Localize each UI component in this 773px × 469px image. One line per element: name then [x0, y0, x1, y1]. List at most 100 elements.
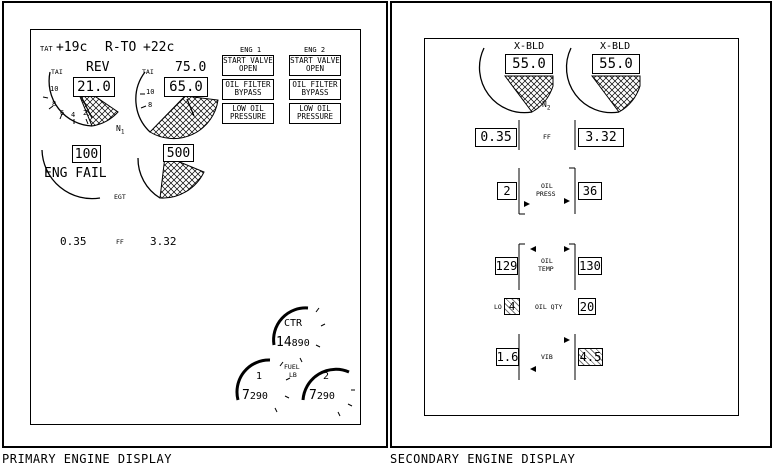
- egt-right-hatched-sector: [159, 155, 205, 199]
- n1-right-target: 75.0: [175, 60, 207, 75]
- msg-line: OPEN: [305, 64, 325, 73]
- n1-left-value: 21.0: [73, 77, 115, 97]
- fuel-tank1-big: 7: [242, 388, 250, 403]
- oil-qty-label: OIL QTY: [535, 303, 563, 311]
- n1-left-scale-4: 4: [71, 111, 76, 119]
- fuel-tank2-value: 7290: [309, 386, 335, 402]
- oil-press-scale: [518, 167, 576, 215]
- fuel-tank2-big: 7: [309, 388, 317, 403]
- msg-line: OPEN: [238, 64, 258, 73]
- oil-press-left: 2: [497, 182, 517, 200]
- tat-value: +19c: [56, 40, 88, 55]
- primary-ff-label: FF: [116, 238, 124, 246]
- vib-left: 1.6: [496, 348, 519, 366]
- n1-right-value: 65.0: [164, 77, 208, 97]
- egt-label: EGT: [114, 193, 126, 201]
- egt-right-value: 500: [163, 144, 194, 162]
- n1-label-text: N: [116, 124, 121, 133]
- n2-left-bleed: X-BLD: [514, 41, 545, 52]
- primary-display-screen: [30, 29, 361, 425]
- ff-scale-lines: [518, 120, 576, 150]
- n1-left-scale-8: 8: [52, 100, 57, 108]
- oil-temp-label2: TEMP: [538, 265, 554, 273]
- fuel-tank2-gauge: [301, 367, 355, 417]
- thrust-mode: R-TO: [105, 40, 137, 55]
- n2-left-gauge: [478, 47, 554, 114]
- vib-label: VIB: [541, 353, 553, 361]
- n2-left-hatched-sector: [504, 75, 554, 113]
- n1-left-scale-2: 2: [83, 109, 88, 117]
- oil-qty-left: 4: [504, 298, 520, 315]
- secondary-ff-right: 3.32: [578, 128, 624, 147]
- fuel-ctr-gauge: [272, 306, 326, 363]
- n2-right-gauge: [565, 47, 641, 114]
- n1-label: N1: [116, 125, 124, 136]
- tat-label: TAT: [40, 45, 53, 53]
- msg-line: PRESSURE: [229, 112, 267, 121]
- n2-label-sub: 2: [546, 104, 551, 112]
- vib-left-pointer: [530, 366, 536, 372]
- msg-line: START VALVE: [290, 56, 340, 65]
- n2-right-value: 55.0: [592, 54, 640, 74]
- fuel-tank2-label: 2: [323, 371, 330, 382]
- msg-line: BYPASS: [301, 88, 329, 97]
- fuel-ctr-big: 14: [276, 335, 292, 350]
- msg-line: LOW OIL: [232, 104, 264, 113]
- fuel-label: FUEL: [284, 363, 300, 371]
- n1-left-scale-10: 10: [50, 85, 59, 93]
- egt-left-value: 100: [72, 145, 101, 163]
- egt-left-warning: ENG FAIL: [44, 166, 107, 181]
- secondary-display-frame: [390, 1, 772, 448]
- oil-press-label1: OIL: [541, 182, 553, 190]
- fuel-ctr-label: CTR: [284, 318, 303, 329]
- n2-right-hatched-sector: [591, 75, 641, 113]
- n1-left-scale-6: 6: [60, 109, 65, 117]
- n1-left-tai: TAI: [51, 68, 63, 76]
- n1-right-tai: TAI: [142, 68, 154, 76]
- egt-left-gauge: [41, 149, 101, 200]
- n2-right-bleed: X-BLD: [600, 41, 631, 52]
- msg-line: OIL FILTER: [225, 80, 271, 89]
- oil-temp-scale: [518, 243, 576, 290]
- secondary-ff-label: FF: [543, 133, 551, 141]
- vib-right-pointer: [564, 337, 570, 343]
- n1-right-scale-10: 10: [146, 88, 155, 96]
- msg-line: OIL FILTER: [292, 80, 338, 89]
- oil-press-label2: PRESS: [536, 190, 556, 198]
- primary-caption: PRIMARY ENGINE DISPLAY: [2, 452, 172, 466]
- msg-line: BYPASS: [234, 88, 262, 97]
- oil-press-right-pointer: [564, 198, 570, 204]
- n1-right-hatched-sector: [149, 95, 219, 140]
- oil-temp-right: 130: [578, 257, 602, 275]
- vib-scale: [518, 334, 576, 380]
- fuel-tank1-value: 7290: [242, 386, 268, 402]
- primary-ff-left: 0.35: [60, 235, 87, 248]
- fuel-tank2-small: 290: [316, 391, 335, 402]
- oil-qty-right: 20: [578, 298, 596, 315]
- n1-label-sub: 1: [120, 128, 125, 136]
- secondary-caption: SECONDARY ENGINE DISPLAY: [390, 452, 576, 466]
- egt-right-gauge: [137, 155, 205, 199]
- oil-press-left-pointer: [524, 201, 530, 207]
- msg-line: LOW OIL: [299, 104, 331, 113]
- fuel-tank1-label: 1: [256, 371, 263, 382]
- vib-right: 4.5: [578, 348, 603, 366]
- thrust-temp: +22c: [143, 40, 175, 55]
- oil-qty-lo-label: LO: [494, 303, 502, 311]
- n1-right-scale-8: 8: [148, 101, 153, 109]
- oil-temp-label1: OIL: [541, 257, 553, 265]
- n1-right-needle: [186, 98, 195, 117]
- n2-label: N2: [542, 101, 550, 112]
- eng2-header: ENG 2: [304, 46, 326, 54]
- eng1-header: ENG 1: [240, 46, 262, 54]
- fuel-ctr-small: 890: [291, 338, 310, 349]
- fuel-tank1-small: 290: [249, 391, 268, 402]
- fuel-tank1-gauge: [235, 358, 291, 413]
